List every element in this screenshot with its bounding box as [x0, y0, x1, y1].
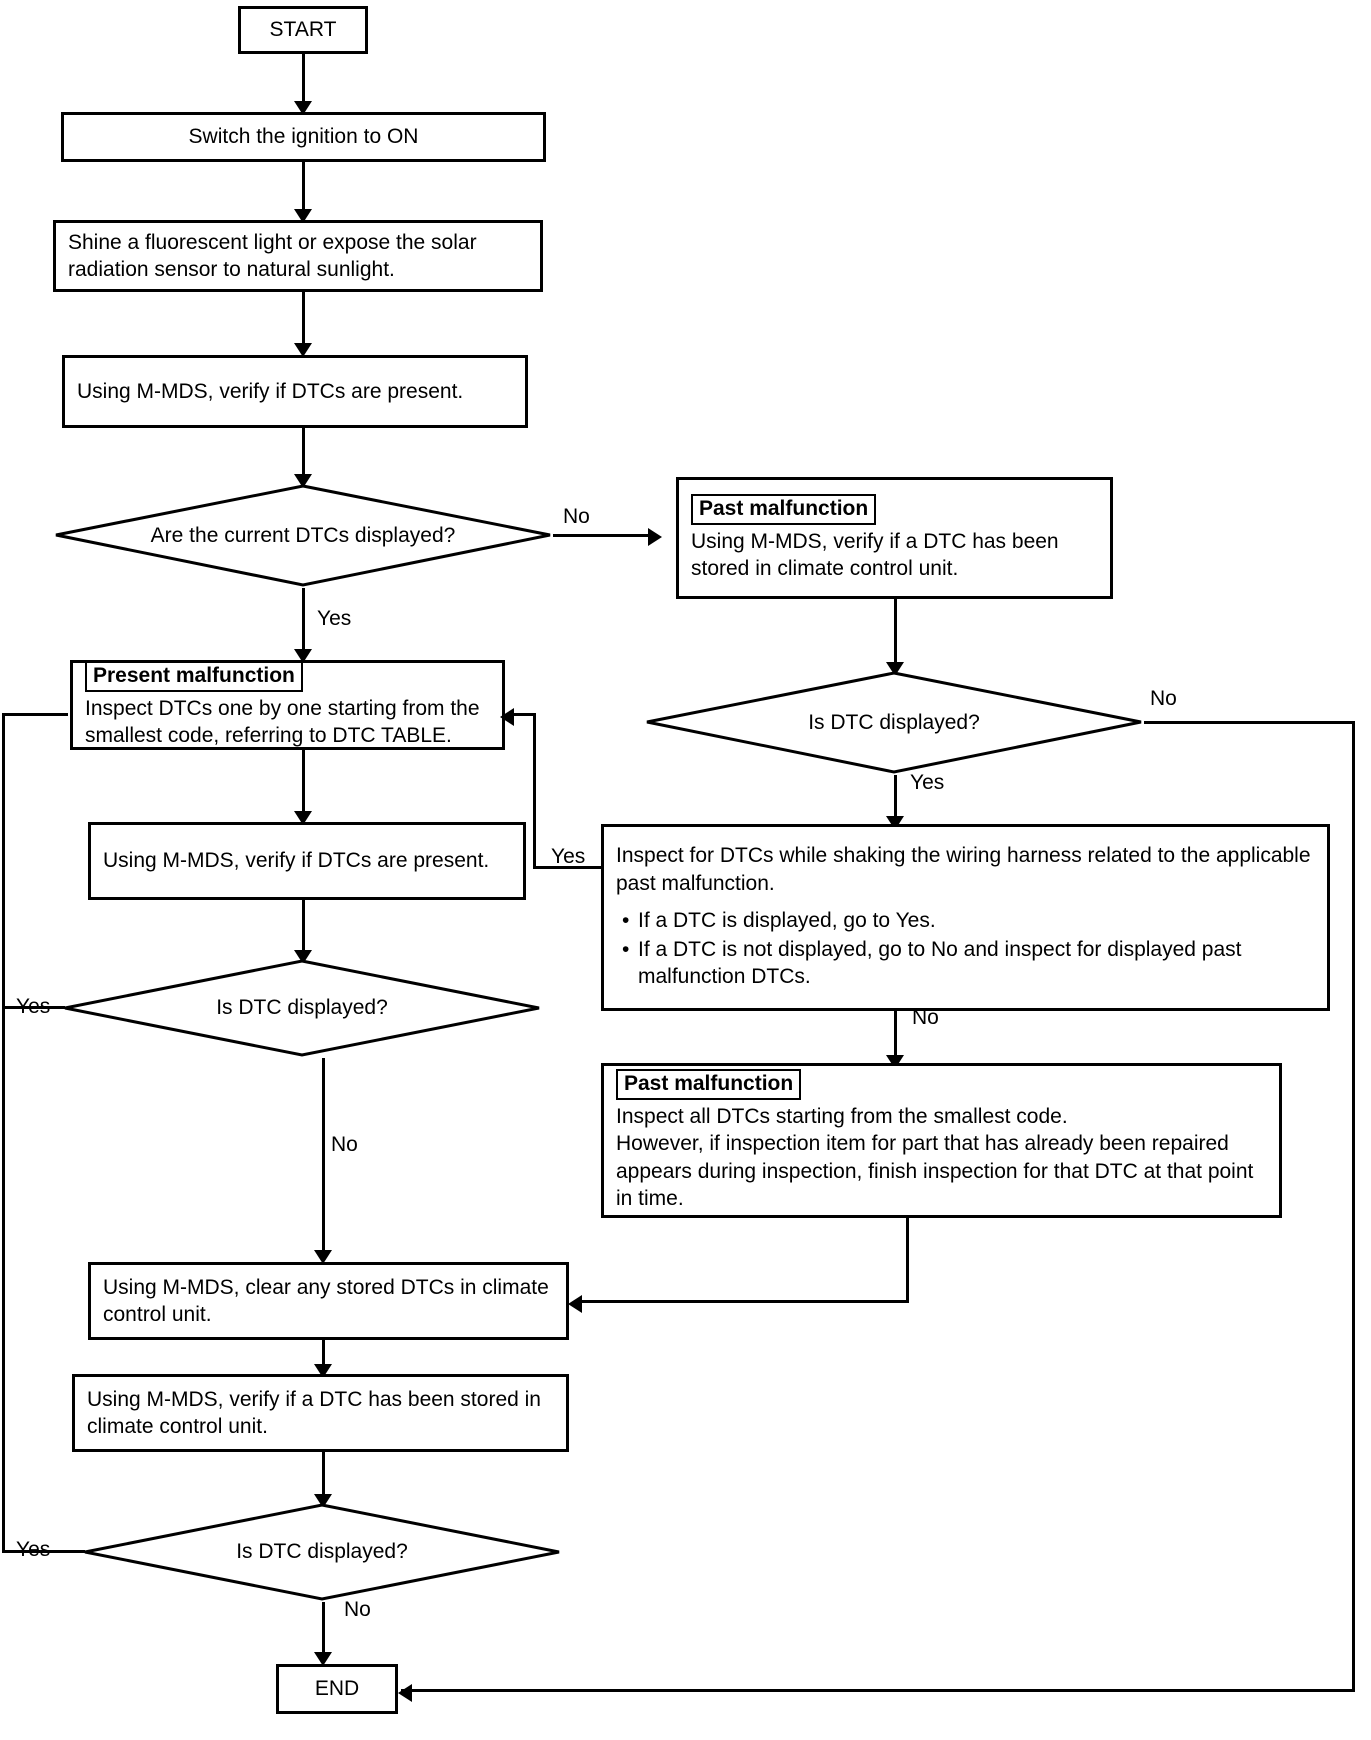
node-shine-light: Shine a fluorescent light or expose the …	[53, 220, 543, 292]
edge-shine-to-verify1	[302, 292, 305, 352]
edge-verify2-to-q3	[302, 900, 305, 958]
node-clear-dtcs: Using M-MDS, clear any stored DTCs in cl…	[88, 1262, 569, 1340]
edge-q2-no-to-end	[401, 1689, 1352, 1692]
edge-q3-no-down	[322, 1058, 325, 1258]
edge-label-yes-left-2: Yes	[16, 1538, 51, 1561]
node-clear-dtcs-label: Using M-MDS, clear any stored DTCs in cl…	[103, 1275, 549, 1326]
edge-clear-to-verify-stored	[322, 1340, 325, 1372]
arrowhead-shine-to-verify1	[294, 343, 312, 357]
edge-q3-yes-to-present	[2, 713, 68, 716]
node-verify-stored-dtc: Using M-MDS, verify if a DTC has been st…	[72, 1374, 569, 1452]
node-shake-harness: Inspect for DTCs while shaking the wirin…	[601, 824, 1330, 1011]
decision-is-dtc-displayed-1: Is DTC displayed?	[644, 670, 1144, 775]
edge-label-no-shake: No	[912, 1006, 939, 1029]
edge-ignition-to-shine	[302, 162, 305, 218]
node-start: START	[238, 6, 368, 54]
edge-shake-yes-left	[533, 866, 603, 869]
node-past-malfunction-1: Past malfunction Using M-MDS, verify if …	[676, 477, 1113, 599]
node-verify-stored-dtc-label: Using M-MDS, verify if a DTC has been st…	[87, 1387, 541, 1438]
edge-label-no-right-side: No	[1150, 687, 1177, 710]
edge-shake-no-down	[894, 1011, 897, 1064]
edge-label-yes-shake: Yes	[551, 845, 586, 868]
list-item: If a DTC is not displayed, go to No and …	[616, 936, 1315, 991]
edge-label-yes-right-mid: Yes	[910, 771, 945, 794]
node-past-malfunction-2: Past malfunction Inspect all DTCs starti…	[601, 1063, 1282, 1218]
decision-current-dtcs: Are the current DTCs displayed?	[53, 483, 553, 588]
decision-is-dtc-displayed-1-label: Is DTC displayed?	[808, 710, 980, 734]
node-ignition-on-label: Switch the ignition to ON	[188, 125, 419, 149]
node-past-malfunction-2-tag: Past malfunction	[616, 1068, 802, 1101]
node-present-malfunction-body: Inspect DTCs one by one starting from th…	[85, 696, 480, 748]
edge-label-yes-left-1: Yes	[16, 995, 51, 1018]
edge-present-to-verify2	[302, 750, 305, 820]
arrowhead-q2-no-to-end	[398, 1684, 412, 1702]
arrowhead-present-to-verify2	[294, 811, 312, 825]
edge-shake-yes-up	[533, 713, 536, 869]
arrowhead-shake-yes-to-present	[500, 708, 514, 726]
edge-label-no-mid: No	[331, 1133, 358, 1156]
edge-q2-yes-down	[894, 775, 897, 825]
node-verify-dtc-1-label: Using M-MDS, verify if DTCs are present.	[77, 379, 464, 403]
arrowhead-start-to-ignition	[294, 101, 312, 115]
edge-label-no-bottom: No	[344, 1598, 371, 1621]
node-shake-harness-bullets: If a DTC is displayed, go to Yes. If a D…	[616, 907, 1315, 991]
edge-q4-yes-left	[2, 1550, 85, 1553]
arrowhead-verify1-to-q1	[294, 474, 312, 488]
edge-verify-stored-to-q4	[322, 1452, 325, 1502]
edge-start-to-ignition	[302, 54, 305, 109]
node-shine-light-label: Shine a fluorescent light or expose the …	[68, 230, 477, 281]
edge-past2-to-clear	[580, 1300, 909, 1303]
arrowhead-ignition-to-shine	[294, 209, 312, 223]
node-past-malfunction-1-body: Using M-MDS, verify if a DTC has been st…	[691, 529, 1059, 581]
decision-is-dtc-displayed-3: Is DTC displayed?	[82, 1502, 562, 1602]
node-end: END	[276, 1664, 398, 1714]
node-verify-dtc-1: Using M-MDS, verify if DTCs are present.	[62, 355, 528, 428]
node-start-label: START	[269, 18, 337, 42]
arrowhead-q3-no-down	[314, 1250, 332, 1264]
arrowhead-past2-to-clear	[568, 1295, 582, 1313]
node-shake-harness-body: Inspect for DTCs while shaking the wirin…	[616, 844, 1311, 895]
edge-q1-yes-down	[302, 588, 305, 658]
arrowhead-q4-no-down	[314, 1652, 332, 1666]
arrowhead-q1-no-to-past1	[648, 528, 662, 546]
decision-current-dtcs-label: Are the current DTCs displayed?	[150, 523, 456, 547]
list-item: If a DTC is displayed, go to Yes.	[616, 907, 1315, 935]
edge-verify1-to-q1	[302, 428, 305, 483]
node-ignition-on: Switch the ignition to ON	[61, 112, 546, 162]
edge-q2-no-down	[1352, 721, 1355, 1692]
edge-shake-yes-to-present	[512, 713, 536, 716]
edge-past1-to-q2	[894, 599, 897, 671]
arrowhead-q1-yes-down	[294, 649, 312, 663]
decision-is-dtc-displayed-3-label: Is DTC displayed?	[236, 1540, 408, 1563]
edge-q4-no-down	[322, 1602, 325, 1660]
node-end-label: END	[314, 1677, 360, 1701]
node-present-malfunction: Present malfunction Inspect DTCs one by …	[70, 660, 505, 750]
node-present-malfunction-tag: Present malfunction	[85, 660, 303, 692]
decision-is-dtc-displayed-2-label: Is DTC displayed?	[216, 996, 388, 1019]
edge-q4-yes-up	[2, 713, 5, 1553]
node-verify-dtc-2-label: Using M-MDS, verify if DTCs are present.	[103, 849, 490, 873]
node-verify-dtc-2: Using M-MDS, verify if DTCs are present.	[88, 822, 526, 900]
decision-is-dtc-displayed-2: Is DTC displayed?	[62, 958, 542, 1058]
node-past-malfunction-2-body: Inspect all DTCs starting from the small…	[616, 1105, 1254, 1210]
edge-q3-yes-left	[2, 1006, 65, 1009]
node-past-malfunction-1-tag: Past malfunction	[691, 493, 877, 525]
edge-label-yes-top-down: Yes	[317, 607, 352, 630]
edge-past2-down	[906, 1218, 909, 1303]
edge-q1-no-to-past1	[553, 534, 651, 537]
edge-q2-no-right	[1144, 721, 1355, 724]
edge-label-no-top-right: No	[563, 505, 590, 528]
